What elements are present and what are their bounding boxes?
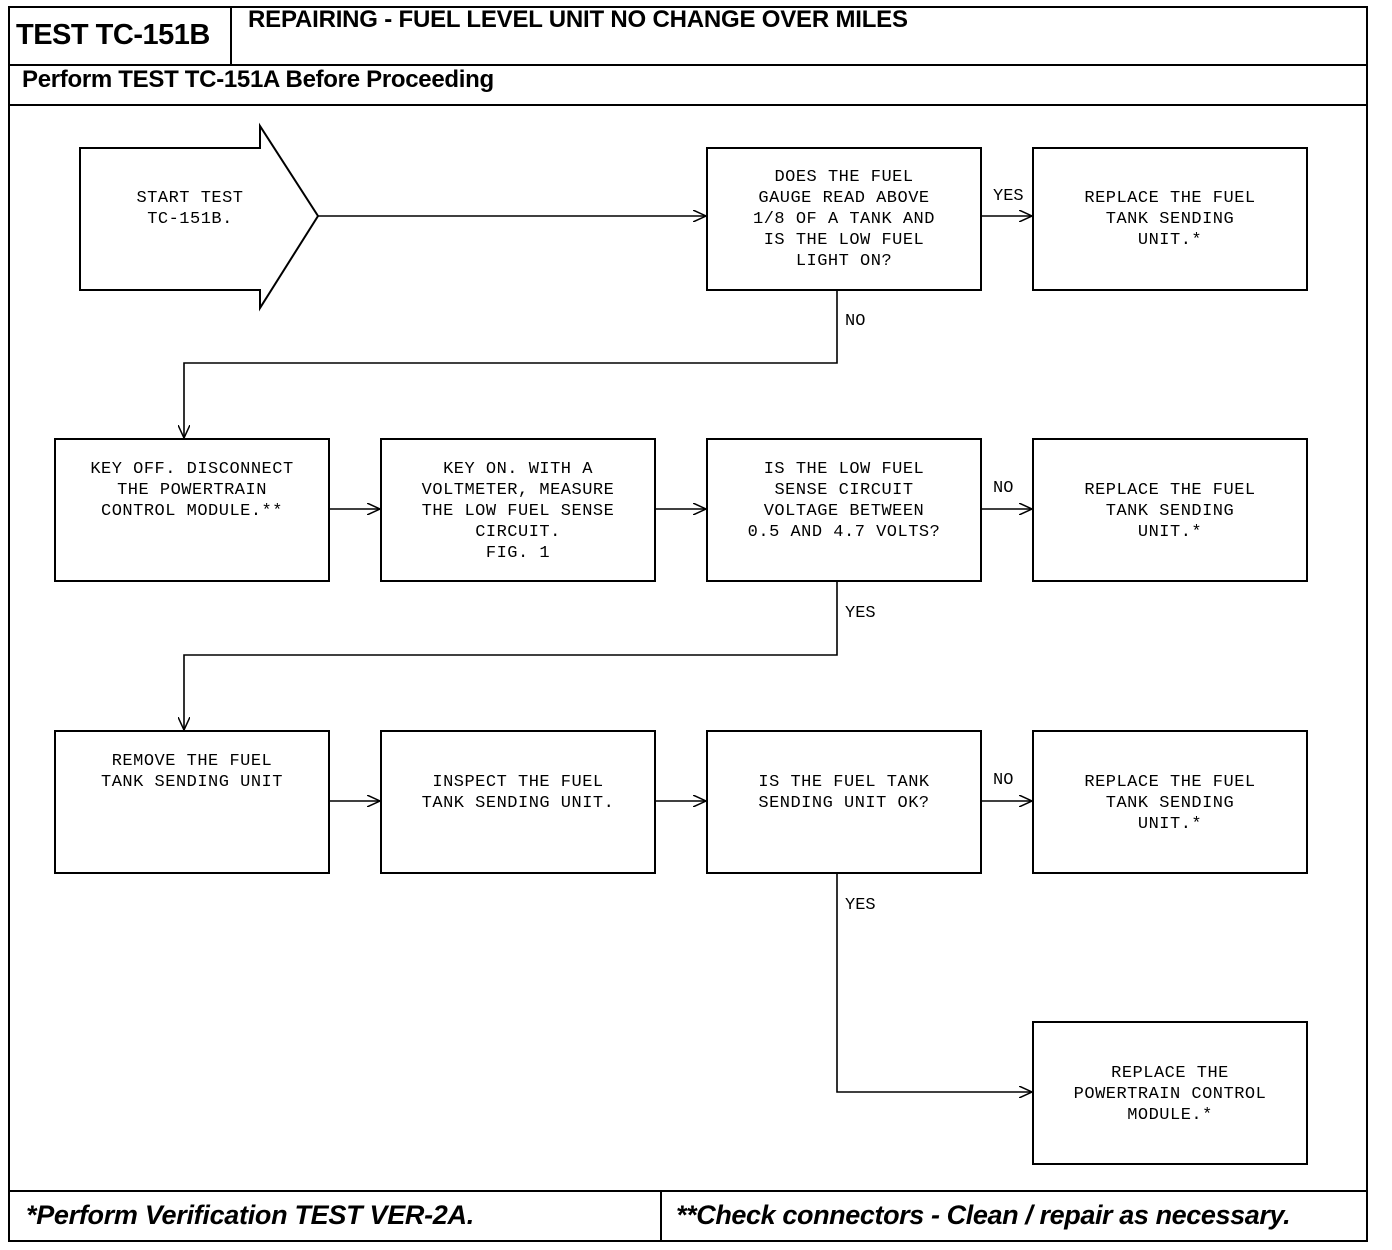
page-subtitle: Perform TEST TC-151A Before Proceeding <box>22 66 494 93</box>
header-row: TEST TC-151B REPAIRING - FUEL LEVEL UNIT… <box>8 6 1368 66</box>
step-key-on-measure: KEY ON. WITH A VOLTMETER, MEASURE THE LO… <box>380 438 656 582</box>
step-inspect-sending-unit: INSPECT THE FUEL TANK SENDING UNIT. <box>380 730 656 874</box>
label-no-3: NO <box>993 771 1014 790</box>
page-frame <box>8 6 1368 1242</box>
decision-sending-unit-ok: IS THE FUEL TANK SENDING UNIT OK? <box>706 730 982 874</box>
footer: *Perform Verification TEST VER-2A. **Che… <box>10 1190 1366 1240</box>
replace-sending-unit-1: REPLACE THE FUEL TANK SENDING UNIT.* <box>1032 147 1308 291</box>
subheader-row: Perform TEST TC-151A Before Proceeding <box>8 66 1368 106</box>
test-id: TEST TC-151B <box>8 6 232 64</box>
footer-verification-note: *Perform Verification TEST VER-2A. <box>10 1192 662 1240</box>
label-yes-3: YES <box>845 896 876 915</box>
step-key-off: KEY OFF. DISCONNECT THE POWERTRAIN CONTR… <box>54 438 330 582</box>
replace-pcm: REPLACE THE POWERTRAIN CONTROL MODULE.* <box>1032 1021 1308 1165</box>
step-remove-sending-unit: REMOVE THE FUEL TANK SENDING UNIT <box>54 730 330 874</box>
decision-voltage: IS THE LOW FUEL SENSE CIRCUIT VOLTAGE BE… <box>706 438 982 582</box>
start-test-label: START TEST TC-151B. <box>136 189 244 229</box>
page-title: REPAIRING - FUEL LEVEL UNIT NO CHANGE OV… <box>248 6 908 33</box>
footer-connector-note: **Check connectors - Clean / repair as n… <box>676 1200 1291 1230</box>
arrow-decision3-yes <box>836 873 1032 1092</box>
label-yes-1: YES <box>993 187 1024 206</box>
arrow-decision1-no <box>184 290 838 438</box>
replace-sending-unit-2: REPLACE THE FUEL TANK SENDING UNIT.* <box>1032 438 1308 582</box>
start-arrow-shape <box>79 122 320 312</box>
arrow-decision2-yes <box>184 581 838 730</box>
replace-sending-unit-3: REPLACE THE FUEL TANK SENDING UNIT.* <box>1032 730 1308 874</box>
label-no-1: NO <box>845 312 866 331</box>
label-no-2: NO <box>993 479 1014 498</box>
label-yes-2: YES <box>845 604 876 623</box>
decision-fuel-gauge: DOES THE FUEL GAUGE READ ABOVE 1/8 OF A … <box>706 147 982 291</box>
